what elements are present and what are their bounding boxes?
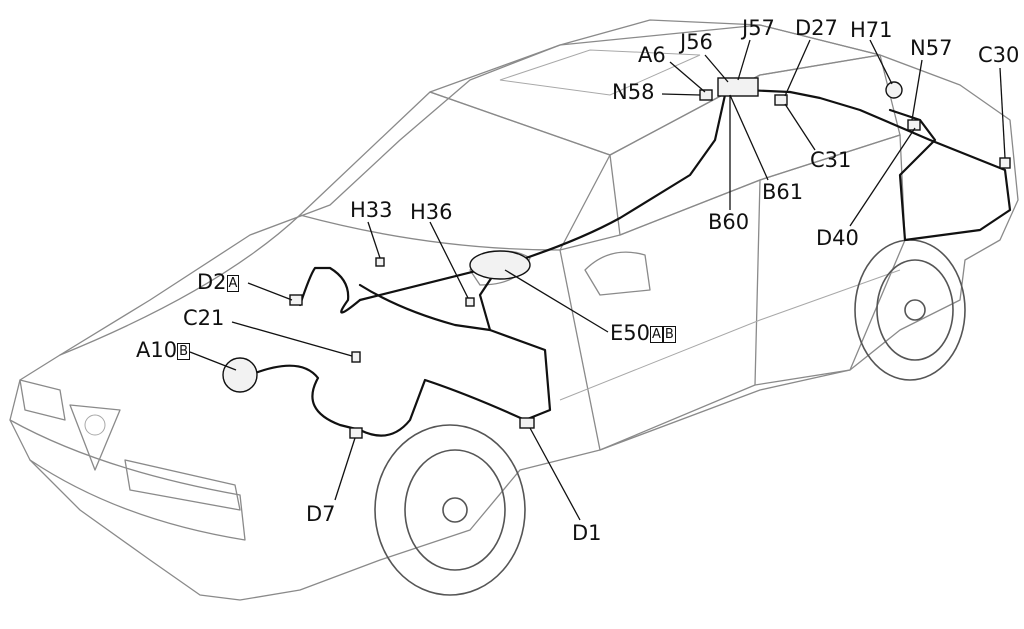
- connector-H36: [465, 297, 475, 307]
- connector-H33: [375, 257, 385, 267]
- car-mirror: [584, 251, 651, 296]
- label-B61: B61: [762, 180, 804, 204]
- fuse-box-J56-J57: [717, 77, 759, 97]
- leader-C21: [231, 321, 353, 357]
- harness-tunnel: [358, 88, 792, 302]
- leader-B61: [729, 94, 769, 181]
- car-hood-line: [59, 214, 301, 356]
- car-side-crease: [559, 269, 901, 401]
- harness-rear: [788, 90, 1012, 242]
- leader-A6: [669, 61, 706, 93]
- harness-dash: [298, 266, 492, 332]
- car-headlight-right: [124, 459, 241, 511]
- leader-A10: [189, 351, 237, 371]
- leader-H36: [429, 221, 469, 299]
- leader-D1: [529, 427, 581, 521]
- connector-D2: [289, 294, 303, 306]
- airbag-E50: [469, 250, 531, 280]
- label-A10-box: B: [177, 342, 191, 360]
- connector-H71: [885, 81, 903, 99]
- label-D2-box: A: [226, 274, 240, 292]
- label-D7: D7: [306, 502, 336, 526]
- car-front-bumper: [9, 419, 246, 541]
- label-H71: H71: [850, 18, 893, 42]
- label-C31: C31: [810, 148, 852, 172]
- connector-D27: [774, 94, 788, 106]
- label-E50-box-b: B: [662, 325, 676, 343]
- label-A10-main: A10: [136, 338, 178, 362]
- label-N57: N57: [910, 36, 953, 60]
- label-B60: B60: [708, 210, 750, 234]
- car-body-outline: [9, 19, 1019, 601]
- label-J57: J57: [742, 16, 775, 40]
- leader-E50: [504, 269, 609, 333]
- leader-D7: [334, 437, 356, 501]
- leader-J57: [737, 39, 751, 81]
- rear-wheel: [854, 239, 966, 381]
- connector-C21: [351, 351, 361, 363]
- leader-D40: [849, 127, 916, 227]
- connector-C30: [999, 157, 1011, 169]
- connector-D1: [519, 417, 535, 429]
- label-D27: D27: [795, 16, 838, 40]
- label-J56: J56: [680, 30, 713, 54]
- car-badge: [84, 414, 106, 436]
- leader-J56: [704, 54, 729, 83]
- car-sunroof: [499, 49, 701, 96]
- label-H33: H33: [350, 198, 393, 222]
- connector-D7: [349, 427, 363, 439]
- car-door-front: [559, 179, 761, 451]
- label-E50-main: E50: [610, 321, 650, 345]
- label-E50-box-a: A: [650, 325, 663, 343]
- harness-front: [248, 263, 552, 437]
- label-C21: C21: [183, 306, 225, 330]
- label-A6: A6: [638, 43, 666, 67]
- car-door-rear: [754, 134, 906, 386]
- connector-A6: [699, 89, 713, 101]
- label-D1: D1: [572, 521, 602, 545]
- label-H36: H36: [410, 200, 453, 224]
- leader-N58: [661, 93, 701, 96]
- car-windshield: [299, 91, 611, 251]
- leader-N57: [911, 59, 923, 121]
- label-D2-main: D2: [197, 270, 227, 294]
- leader-D2: [247, 282, 293, 301]
- leader-H71: [869, 39, 893, 85]
- car-headlight-left: [19, 379, 66, 421]
- leader-D27: [784, 39, 811, 97]
- leader-H33: [367, 221, 381, 259]
- label-N58: N58: [612, 80, 655, 104]
- label-D40: D40: [816, 226, 859, 250]
- horn-A10-component: [222, 357, 258, 393]
- front-wheel: [374, 424, 526, 596]
- leader-C31: [784, 103, 816, 151]
- leader-C30: [999, 67, 1006, 159]
- car-grille: [69, 404, 121, 471]
- label-C30: C30: [978, 43, 1020, 67]
